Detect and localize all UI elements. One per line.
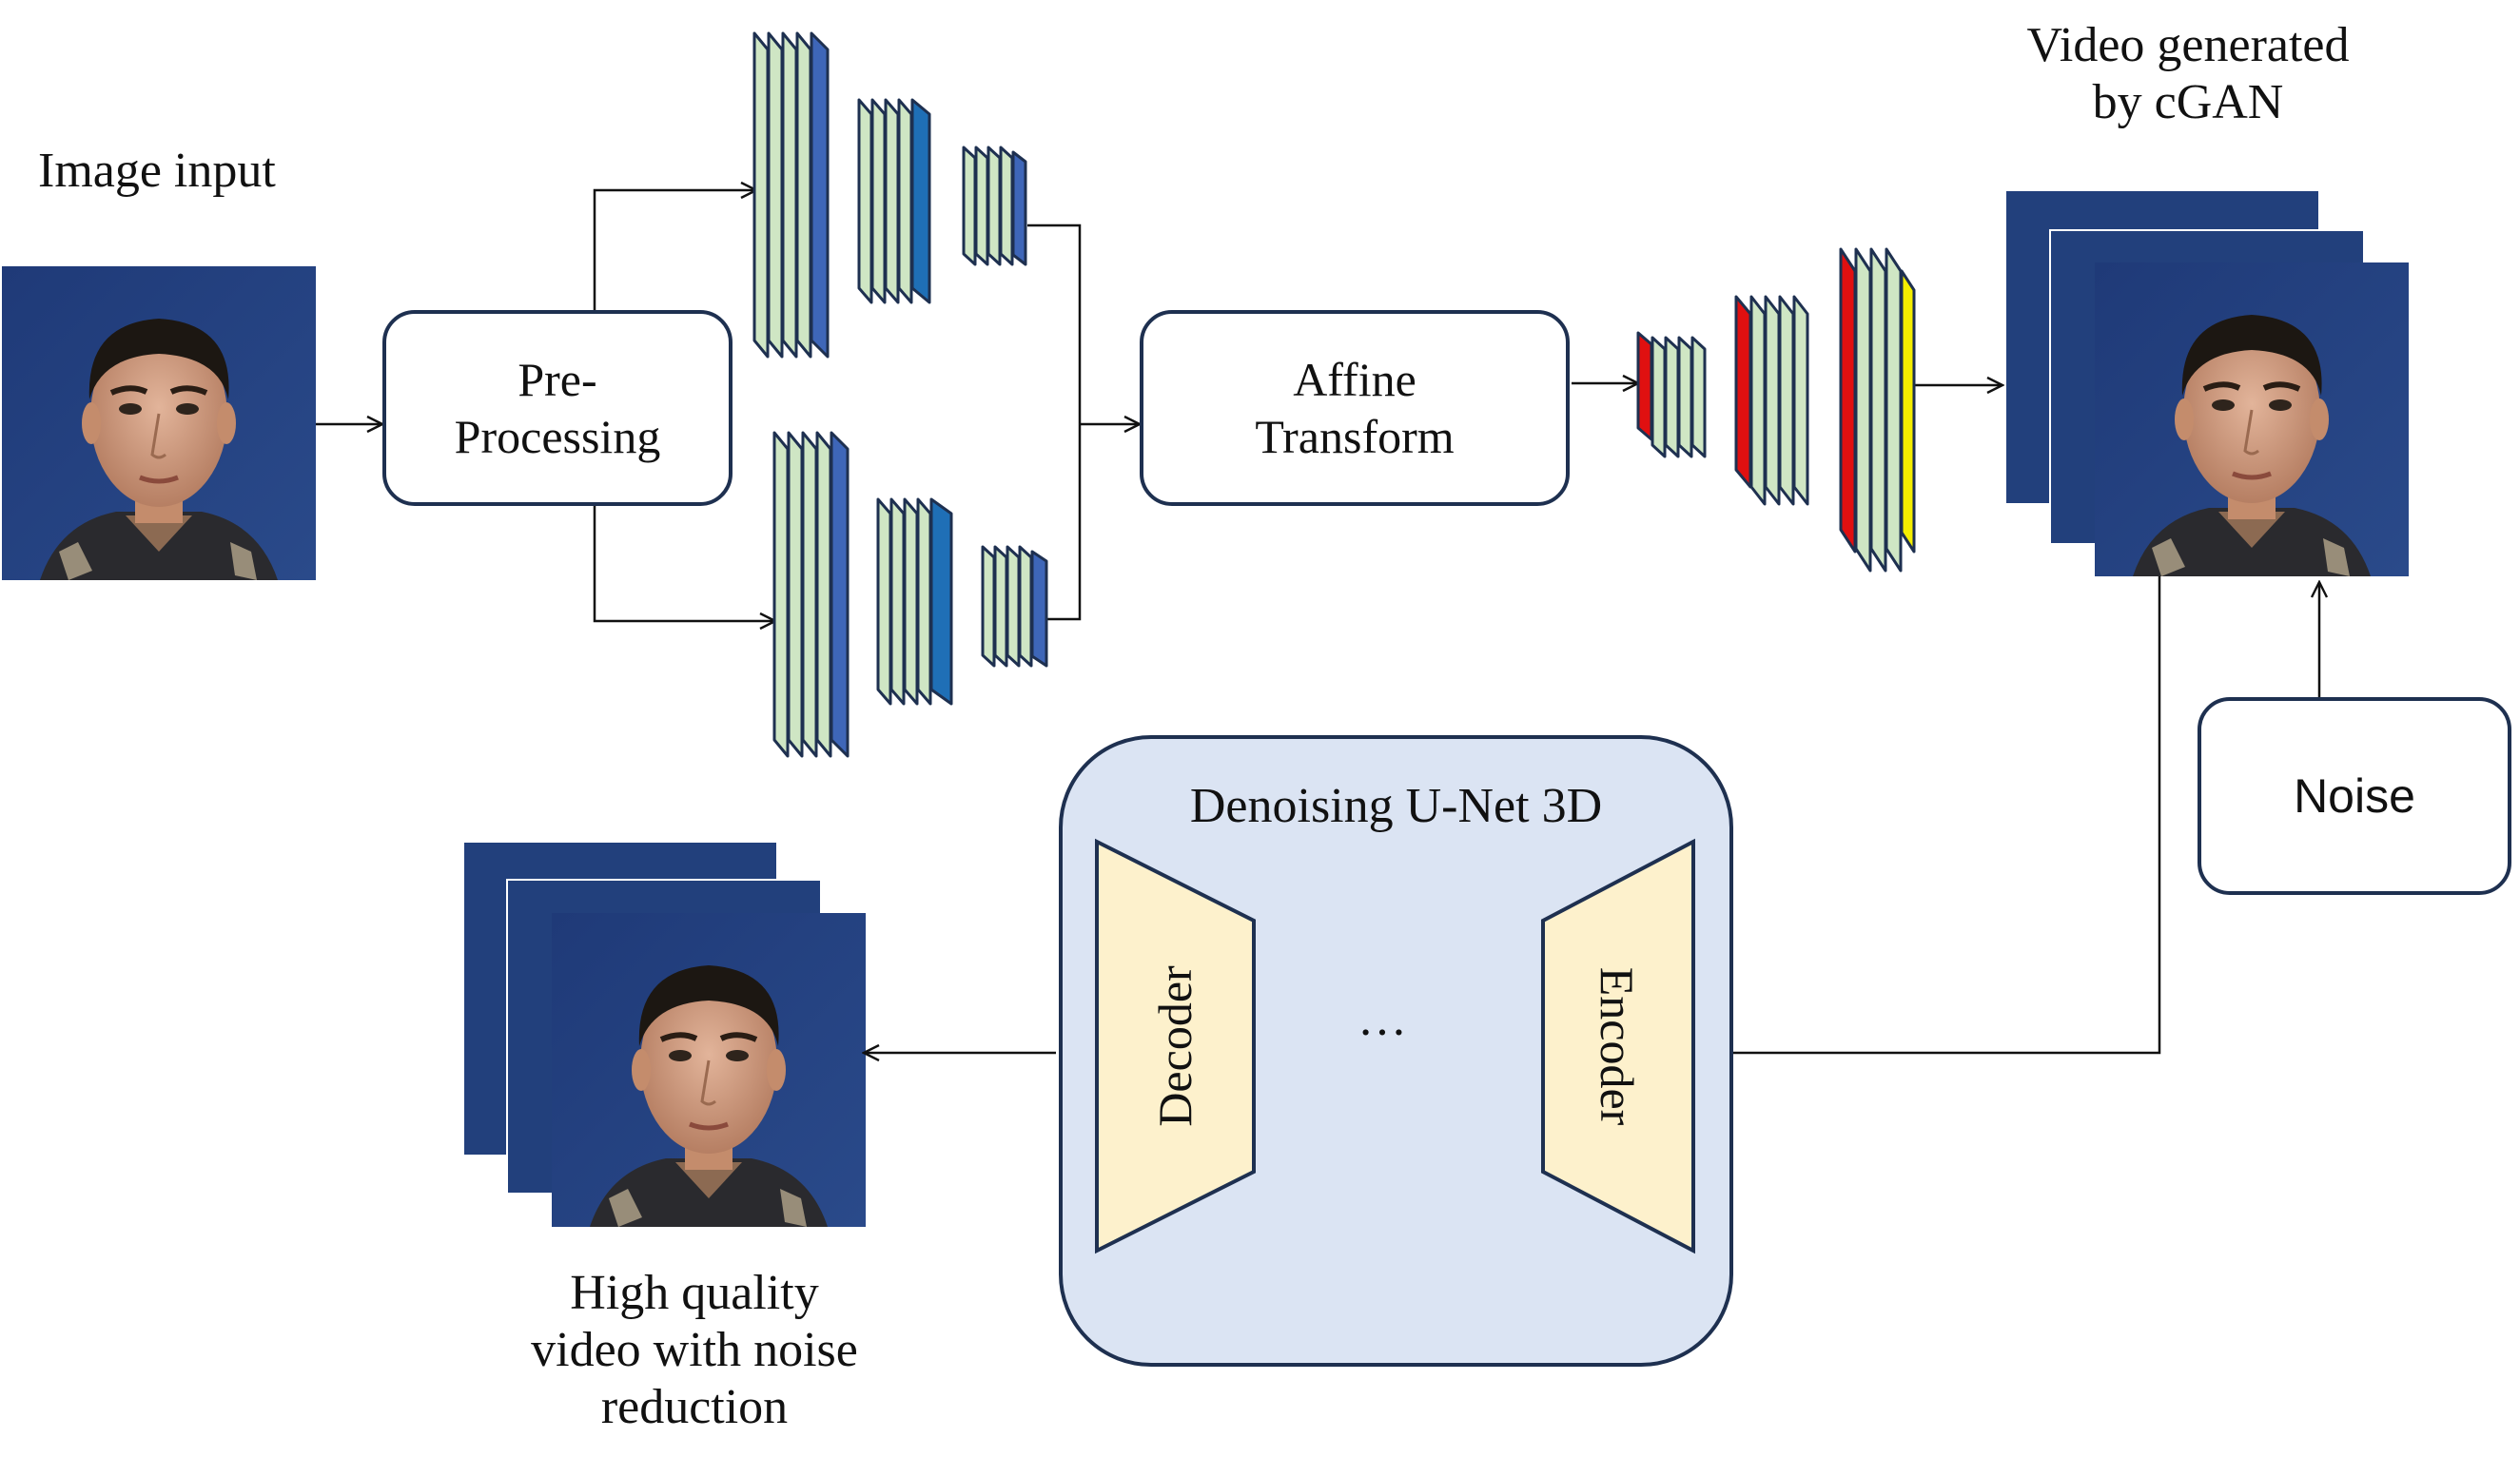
image-input-label: Image input	[38, 144, 276, 198]
input-face-image	[2, 266, 316, 580]
encoder-label: Encoder	[1591, 966, 1644, 1126]
high-quality-line-3: reduction	[600, 1379, 789, 1434]
decoder-trapezoid	[1095, 838, 1256, 1254]
ellipsis-label: …	[1358, 992, 1407, 1046]
affine-line-2: Transform	[1255, 410, 1455, 463]
video-generated-line-2: by cGAN	[2092, 74, 2284, 129]
cnn-generator-stack	[1636, 247, 1916, 573]
unet-title: Denoising U-Net 3D	[1189, 779, 1603, 833]
affine-transform-box: Affine Transform	[1140, 310, 1570, 506]
preprocessing-box: Pre- Processing	[382, 310, 733, 506]
video-generated-line-1: Video generated	[2026, 18, 2350, 72]
preprocessing-line-1: Pre-	[518, 353, 597, 406]
unet-container	[1059, 735, 1733, 1367]
high-quality-label: High quality video with noise reduction	[480, 1265, 908, 1435]
cnn-upper-branch	[752, 31, 1027, 359]
preprocessing-line-2: Processing	[454, 410, 661, 463]
encoder-trapezoid	[1541, 838, 1695, 1254]
noise-label: Noise	[2294, 769, 2415, 823]
video-generated-label: Video generated by cGAN	[1964, 17, 2412, 131]
generated-video-stack	[2004, 189, 2409, 576]
high-quality-line-2: video with noise	[531, 1322, 858, 1377]
affine-line-1: Affine	[1293, 353, 1416, 406]
decoder-label: Decoder	[1148, 965, 1201, 1127]
noise-box: Noise	[2198, 697, 2511, 895]
cnn-lower-branch	[772, 431, 1048, 758]
high-quality-line-1: High quality	[570, 1266, 819, 1320]
connectors	[316, 190, 2319, 1053]
output-video-stack	[462, 841, 866, 1227]
